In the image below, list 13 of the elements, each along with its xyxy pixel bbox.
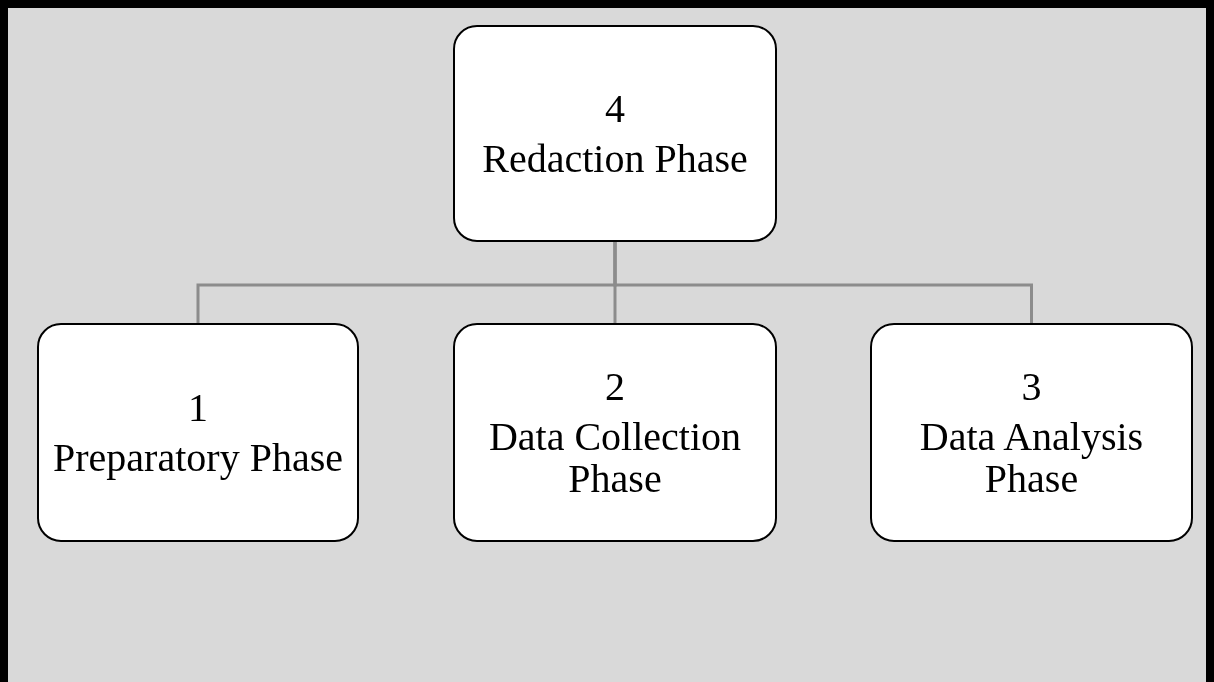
phase-name: Redaction Phase [482,137,748,180]
phase-name: Preparatory Phase [53,436,343,479]
phase-box [870,323,1193,542]
phase-name: Data Collection Phase [487,415,743,500]
phase-box [37,323,359,542]
phase-box [453,323,777,542]
connector-line [613,242,1033,323]
phase-number: 3 [1021,365,1042,408]
phase-number: 1 [188,386,208,429]
phase-name: Data Analysis Phase [918,415,1145,500]
phase-number: 4 [605,87,625,130]
phase-number: 2 [605,365,625,408]
phase-box [453,25,777,242]
